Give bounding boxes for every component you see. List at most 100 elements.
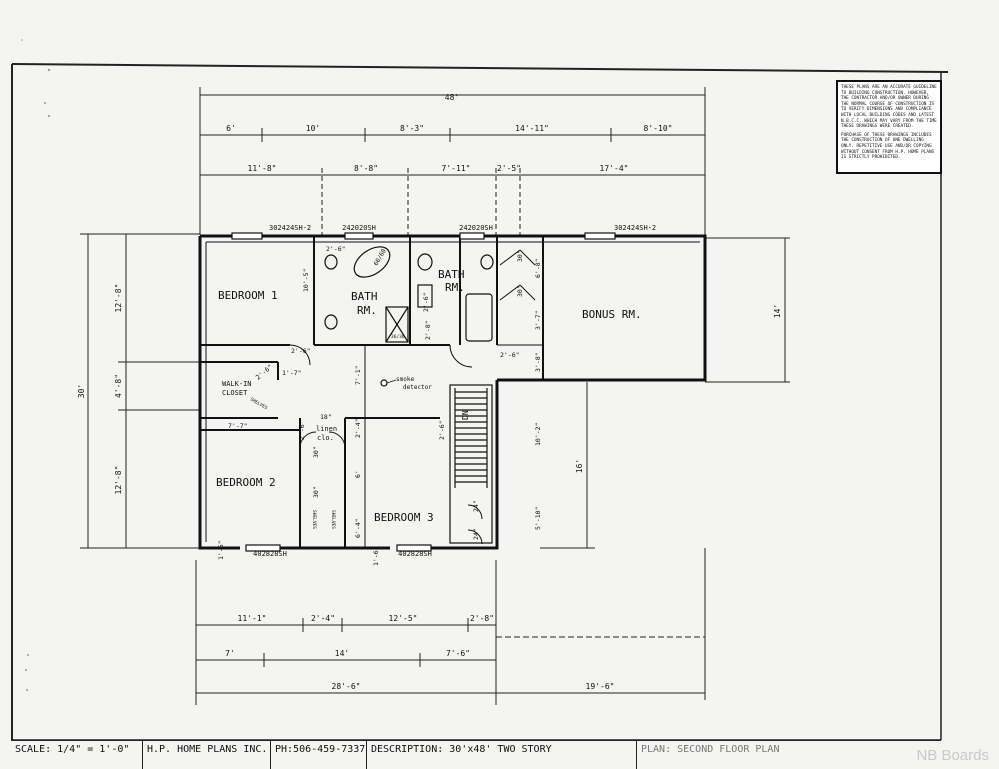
dim-interior-d13: 2'-8" xyxy=(424,320,432,340)
title-phone: PH:506-459-7337 xyxy=(271,741,367,769)
room-label-bath2-l2: RM. xyxy=(445,281,465,294)
title-scale: SCALE: 1/4" = 1'-0" xyxy=(11,741,143,769)
title-company: H.P. HOME PLANS INC. xyxy=(143,741,271,769)
disclaimer-paragraph-1: THESE PLANS ARE AN ACCURATE GUIDELINE TO… xyxy=(841,85,937,130)
left-dimensions xyxy=(80,233,200,549)
dim-top-r1-1: 10' xyxy=(306,124,320,133)
top-dimensions xyxy=(199,87,706,235)
dim-interior-d6: 7'-1" xyxy=(354,365,362,385)
dim-interior-d5: 1'-7" xyxy=(282,369,302,377)
dim-interior-d8: 2'-6" xyxy=(298,420,306,440)
window-code-2: 242020SH xyxy=(342,224,376,232)
disclaimer-paragraph-2: PURCHASE OF THESE DRAWINGS INCLUDES THE … xyxy=(841,132,935,161)
dim-bottom-r2-0: 7' xyxy=(225,649,235,658)
window-code-6: 402828SH xyxy=(398,550,432,558)
exterior-walls xyxy=(198,234,707,550)
title-plan: PLAN: SECOND FLOOR PLAN xyxy=(641,744,780,755)
dim-top-r1-4: 8'-10" xyxy=(644,124,673,133)
window-code-4: 302424SH-2 xyxy=(614,224,656,232)
dim-interior-d4: 10'-5" xyxy=(302,269,310,292)
dim-interior-d11: 6' xyxy=(354,470,362,478)
walkin-label-l1: WALK-IN xyxy=(222,380,252,388)
dim-top-r2-1: 8'-8" xyxy=(354,164,378,173)
dim-right-bonus: 14' xyxy=(773,304,782,318)
dim-bottom-r3-1: 19'-6" xyxy=(586,682,615,691)
door-swings xyxy=(289,249,536,545)
dim-left-b: 4'-8" xyxy=(114,374,123,398)
window-code-1: 302424SH-2 xyxy=(269,224,311,232)
dim-interior-d9: 2'-6" xyxy=(438,420,446,440)
dim-bottom-r1-2: 12'-5" xyxy=(389,614,418,623)
dim-top-r2-2: 7'-11" xyxy=(442,164,471,173)
shower-label: 36/36 xyxy=(391,334,405,340)
dim-bottom-r1-3: 2'-8" xyxy=(470,614,494,623)
dim-top-r1-2: 8'-3" xyxy=(400,124,424,133)
dim-bottom-r1-0: 11'-1" xyxy=(238,614,267,623)
door-30-d: 30" xyxy=(312,486,320,498)
room-label-bedroom2: BEDROOM 2 xyxy=(216,476,276,489)
shelves-label-b3: SHELVES xyxy=(330,510,336,529)
tub-label: 60/60 xyxy=(373,248,388,267)
room-label-bedroom3: BEDROOM 3 xyxy=(374,511,434,524)
dim-interior-d14: 2'-6" xyxy=(500,351,520,359)
dim-bottom-r2-1: 14' xyxy=(335,649,349,658)
shelves-label-walkin: SHELVES xyxy=(249,397,269,412)
dim-top-overall: 48' xyxy=(445,93,459,102)
dim-left-overall: 30' xyxy=(77,384,86,398)
dim-interior-d7: 7'-7" xyxy=(228,422,248,430)
linen-label-l2: clo. xyxy=(317,434,334,442)
dim-interior-d21: 1'-6" xyxy=(372,546,380,566)
dim-top-r1-0: 6' xyxy=(226,124,236,133)
dim-interior-d19: 5'-10" xyxy=(534,507,542,530)
door-24-a: 24" xyxy=(472,500,480,512)
dim-interior-d2: 2'-6" xyxy=(291,347,311,355)
dim-bottom-r1-1: 2'-4" xyxy=(311,614,335,623)
stairs xyxy=(449,384,493,544)
door-18: 18" xyxy=(320,413,332,421)
smoke-label-l2: detector xyxy=(403,384,432,391)
room-label-bath1-l1: BATH xyxy=(351,290,378,303)
dim-bottom-r2-2: 7'-6" xyxy=(446,649,470,658)
dim-left-c: 12'-8" xyxy=(114,466,123,495)
title-block: SCALE: 1/4" = 1'-0" H.P. HOME PLANS INC.… xyxy=(11,740,941,769)
dim-right-lower: 16' xyxy=(575,459,584,473)
door-30-c: 30" xyxy=(312,446,320,458)
disclaimer-notes: THESE PLANS ARE AN ACCURATE GUIDELINE TO… xyxy=(836,80,942,174)
walkin-label-l2: CLOSET xyxy=(222,389,248,397)
shelves-label-b2: SHELVES xyxy=(311,510,317,529)
room-label-bonus: BONUS RM. xyxy=(582,308,642,321)
dim-interior-d18: 10'-2" xyxy=(534,423,542,446)
door-2-6: 2'-6" xyxy=(422,292,430,312)
dim-top-r1-3: 14'-11" xyxy=(515,124,549,133)
room-label-bedroom1: BEDROOM 1 xyxy=(218,289,278,302)
dim-interior-d1: 2'-6" xyxy=(326,245,346,253)
dim-interior-d12: 6'-4" xyxy=(354,518,362,538)
bottom-dimensions xyxy=(195,548,706,705)
window-code-3: 242020SH xyxy=(459,224,493,232)
window-marks xyxy=(231,232,616,552)
title-description: DESCRIPTION: 30'x48' TWO STORY xyxy=(367,741,637,769)
dim-interior-d20: 1'-6" xyxy=(217,540,225,560)
right-dimensions xyxy=(540,237,790,549)
dim-interior-d3: 2'-6" xyxy=(254,363,274,382)
dim-top-r2-3: 2'-5" xyxy=(497,164,521,173)
dim-interior-d17: 3'-8" xyxy=(534,352,542,372)
dim-top-r2-4: 17'-4" xyxy=(600,164,629,173)
door-30-b: 30" xyxy=(516,285,524,297)
smoke-label-l1: smoke xyxy=(396,376,414,383)
interior-walls xyxy=(200,236,544,548)
dim-interior-d16: 3'-7" xyxy=(534,310,542,330)
window-code-5: 402828SH xyxy=(253,550,287,558)
room-label-bath2-l1: BATH xyxy=(438,268,465,281)
door-24-b: 24" xyxy=(472,528,480,540)
dim-top-r2-0: 11'-8" xyxy=(248,164,277,173)
dim-interior-d10: 2'-4" xyxy=(354,418,362,438)
bath-fixtures xyxy=(324,246,494,343)
dim-interior-d15: 6'-8" xyxy=(534,258,542,278)
smoke-detector-icon xyxy=(380,379,388,387)
watermark-text: NB Boards xyxy=(916,747,989,764)
linen-label-l1: linen xyxy=(316,425,337,433)
dim-bottom-r3-0: 28'-6" xyxy=(332,682,361,691)
stair-dn-label: DN xyxy=(461,410,470,420)
